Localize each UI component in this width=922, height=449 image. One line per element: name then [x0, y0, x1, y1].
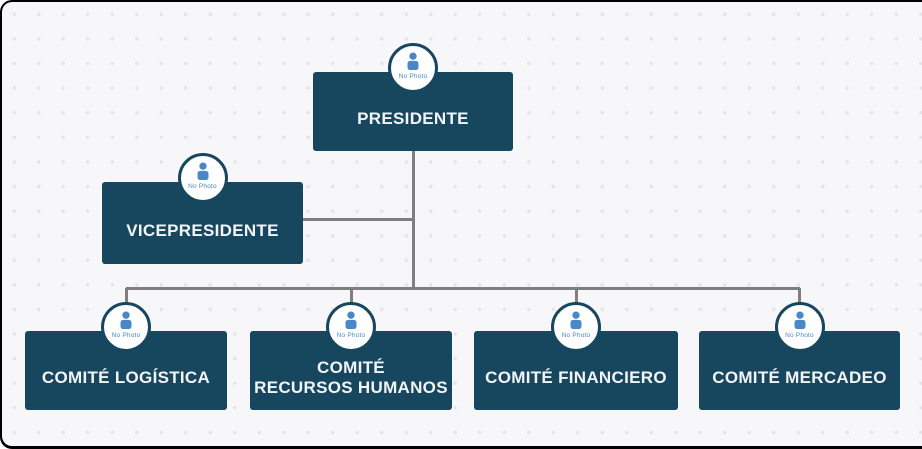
- node-vicepresidente[interactable]: No Photo VICEPRESIDENTE: [102, 153, 303, 264]
- avatar-presidente[interactable]: No Photo: [388, 43, 438, 93]
- avatar-label: No Photo: [188, 183, 217, 190]
- node-comite-logistica[interactable]: No Photo COMITÉ LOGÍSTICA: [25, 302, 227, 410]
- person-icon: [407, 52, 419, 70]
- avatar-label: No Photo: [336, 332, 366, 339]
- avatar-comite-recursos-humanos[interactable]: No Photo: [326, 302, 376, 352]
- node-label: PRESIDENTE: [357, 109, 469, 128]
- node-label: COMITÉ FINANCIERO: [485, 368, 667, 387]
- connector-vicepresidente: [303, 218, 413, 221]
- node-label: VICEPRESIDENTE: [126, 220, 279, 240]
- connector-presidente-down: [411, 151, 415, 289]
- node-comite-mercadeo[interactable]: No Photo COMITÉ MERCADEO: [699, 302, 900, 410]
- person-icon: [120, 311, 132, 329]
- connector-committees-horizontal: [126, 287, 800, 290]
- connector-stub-mercadeo: [797, 288, 801, 305]
- person-icon: [197, 162, 208, 180]
- avatar-vicepresidente[interactable]: No Photo: [177, 153, 228, 203]
- connector-stub-financiero: [574, 288, 578, 305]
- node-label: COMITÉ RECURSOS HUMANOS: [254, 358, 448, 397]
- person-icon: [794, 311, 805, 329]
- avatar-label: No Photo: [398, 73, 428, 80]
- person-icon: [570, 311, 582, 329]
- person-icon: [345, 311, 357, 329]
- avatar-comite-mercadeo[interactable]: No Photo: [774, 302, 825, 352]
- avatar-comite-financiero[interactable]: No Photo: [551, 302, 601, 352]
- node-comite-financiero[interactable]: No Photo COMITÉ FINANCIERO: [474, 302, 678, 410]
- node-presidente[interactable]: No Photo PRESIDENTE: [313, 43, 513, 151]
- node-label: COMITÉ MERCADEO: [712, 368, 887, 387]
- avatar-label: No Photo: [111, 332, 141, 339]
- avatar-label: No Photo: [561, 332, 591, 339]
- avatar-comite-logistica[interactable]: No Photo: [101, 302, 151, 352]
- node-comite-recursos-humanos[interactable]: No Photo COMITÉ RECURSOS HUMANOS: [250, 302, 452, 410]
- connector-stub-logistica: [124, 288, 128, 305]
- connector-stub-recursos-humanos: [349, 288, 353, 305]
- avatar-label: No Photo: [785, 332, 814, 339]
- node-label: COMITÉ LOGÍSTICA: [41, 368, 211, 387]
